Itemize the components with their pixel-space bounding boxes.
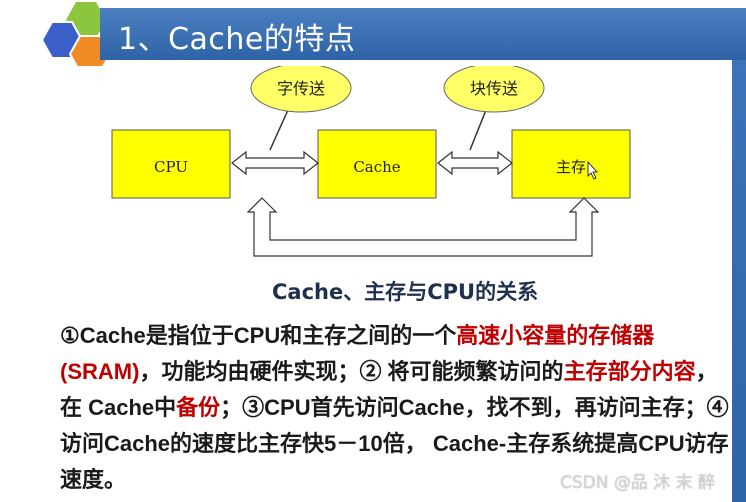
box-cpu: CPU <box>111 129 231 199</box>
box-cache: Cache <box>317 129 437 199</box>
para-part-4: ；③CPU首先访问Cache，找不到，再访问主存；④访问Cache的速度比主存快… <box>60 395 729 492</box>
para-red-3: 备份 <box>176 395 221 420</box>
slide-title: 1、Cache的特点 <box>118 22 356 57</box>
para-part-1: ①Cache是指位于CPU和主存之间的一个 <box>60 323 457 348</box>
bubble-block-label: 块传送 <box>470 79 518 98</box>
arrow-cpu-cache <box>231 150 319 176</box>
bubble-word-label: 字传送 <box>277 79 325 98</box>
cpu-label: CPU <box>154 158 188 176</box>
diagram-caption: Cache、主存与CPU的关系 <box>272 280 539 304</box>
description-paragraph: ①Cache是指位于CPU和主存之间的一个高速小容量的存储器(SRAM)，功能均… <box>60 318 732 498</box>
header: 1、Cache的特点 <box>0 0 746 70</box>
para-part-2: ，功能均由硬件实现；② 将可能频繁访问的 <box>139 359 564 384</box>
arrow-cpu-memory-loop <box>246 197 600 257</box>
box-main-memory: 主存 <box>511 129 631 199</box>
mouse-cursor-icon <box>587 160 598 180</box>
right-edge-strip <box>732 60 746 502</box>
para-red-2: 主存部分内容 <box>563 359 696 384</box>
para-part-3: ，在 Cache中 <box>60 359 718 420</box>
bubble-word-transfer: 字传送 <box>250 66 352 151</box>
para-red-1: 高速小容量的存储器(SRAM) <box>60 323 655 384</box>
memory-label: 主存 <box>556 158 586 176</box>
bubble-block-transfer: 块传送 <box>443 66 545 151</box>
arrow-cache-memory <box>437 150 513 176</box>
title-band <box>100 8 746 60</box>
cache-diagram: 字传送 块传送 CPU Cache 主存 <box>111 66 631 257</box>
slide-content: 字传送 块传送 CPU Cache 主存 <box>0 66 732 502</box>
watermark: CSDN @品 沐 末 醉 <box>560 473 716 493</box>
cache-label: Cache <box>353 158 400 176</box>
